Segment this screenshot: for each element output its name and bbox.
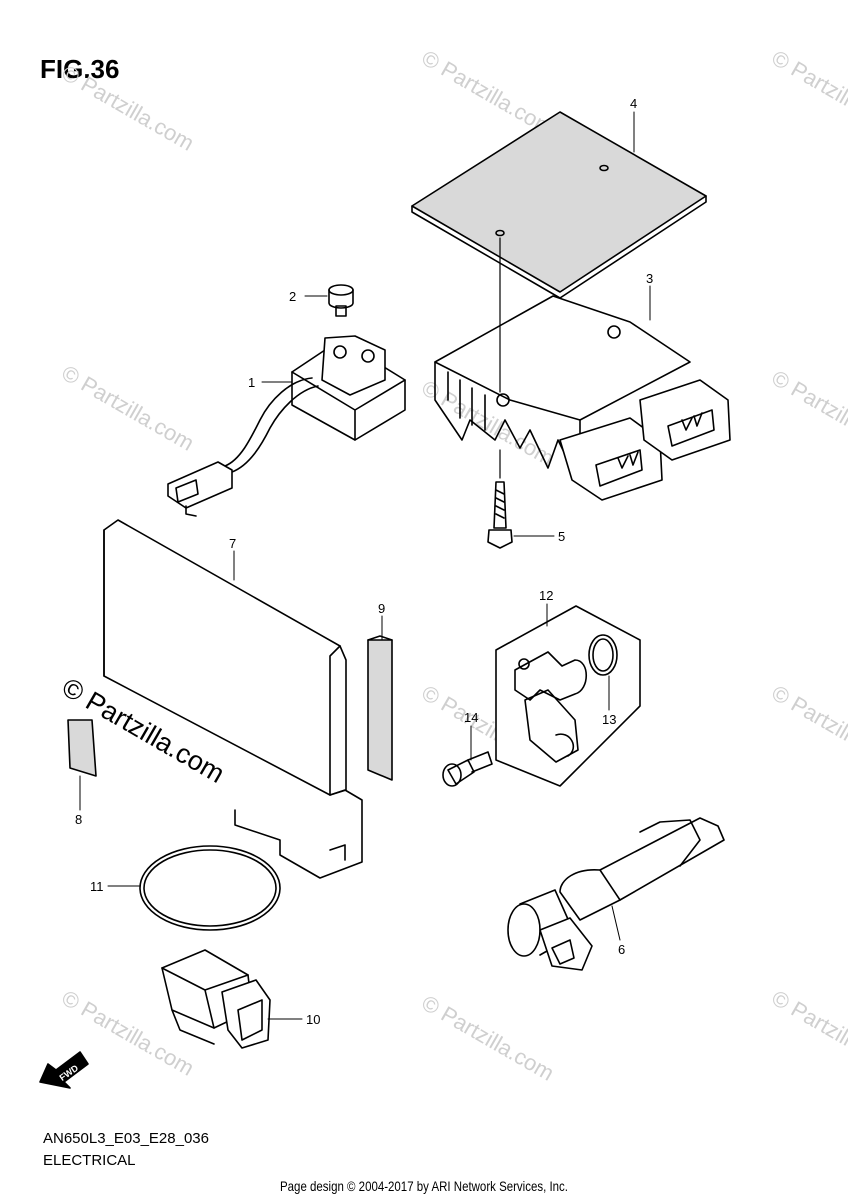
part-4-plate	[411, 111, 707, 299]
callout-6: 6	[618, 942, 625, 957]
page-credit: Page design © 2004-2017 by ARI Network S…	[280, 1178, 568, 1194]
part-9-pad	[367, 635, 393, 781]
fwd-arrow-icon	[39, 1051, 89, 1089]
callout-11: 11	[90, 879, 104, 894]
part-1-relay	[167, 335, 406, 517]
part-3-regulator	[434, 295, 731, 501]
callout-10: 10	[306, 1012, 320, 1027]
figure-section: ELECTRICAL	[43, 1152, 136, 1169]
part-8-pad	[67, 719, 97, 777]
callout-12: 12	[539, 588, 553, 603]
figure-title: FIG.36	[40, 54, 120, 84]
part-12-sensor	[495, 605, 641, 787]
callout-9: 9	[378, 601, 385, 616]
callout-5: 5	[558, 529, 565, 544]
part-14-bolt	[442, 751, 493, 787]
part-6-ignition-coil	[507, 817, 725, 971]
callout-3: 3	[646, 271, 653, 286]
callout-8: 8	[75, 812, 82, 827]
callout-4: 4	[630, 96, 637, 111]
callout-7: 7	[229, 536, 236, 551]
part-10-connector	[161, 949, 271, 1049]
part-11-band	[139, 845, 281, 931]
callout-13: 13	[602, 712, 616, 727]
part-7-ecm	[103, 519, 363, 879]
part-2-screw	[328, 284, 354, 317]
part-5-bolt	[487, 481, 513, 549]
callout-1: 1	[248, 375, 255, 390]
callout-2: 2	[289, 289, 296, 304]
figure-code: AN650L3_E03_E28_036	[43, 1130, 209, 1147]
callout-14: 14	[464, 710, 478, 725]
leader-lines	[79, 111, 651, 1020]
